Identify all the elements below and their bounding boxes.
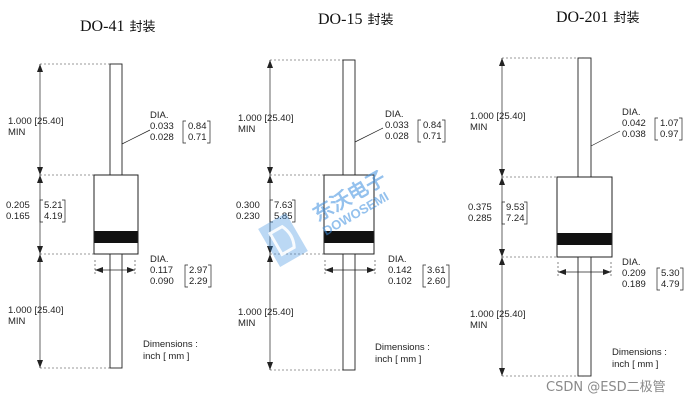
body-dia-inch-max: 0.209 <box>622 268 646 279</box>
dimensions-units: inch [ mm ] <box>375 354 421 365</box>
body-dia-mm-min: 2.29 <box>189 276 208 287</box>
body-dia-mm-max: 5.30 <box>661 268 680 279</box>
lead-wire-top <box>342 59 356 176</box>
lead-length-label: 1.000 [25.40] <box>8 116 63 127</box>
lead-wire-top <box>109 63 123 176</box>
body-length-mm-max: 9.53 <box>506 202 525 213</box>
body-length-mm-min: 7.24 <box>506 213 525 224</box>
lead-dia-mm-min: 0.71 <box>188 132 207 143</box>
body-length-inch-min: 0.285 <box>468 213 492 224</box>
lead-wire-bottom <box>577 256 592 377</box>
lead-length-min: MIN <box>8 127 26 138</box>
source-credit: CSDN @ESD二极管 <box>546 380 666 395</box>
lead-dia-inch-max: 0.033 <box>385 120 409 131</box>
lead-dia-inch-max: 0.033 <box>150 121 174 132</box>
watermark-logo-icon <box>258 212 308 268</box>
body-length-inch-max: 0.375 <box>468 202 492 213</box>
lead-dia-mm-min: 0.71 <box>423 131 442 142</box>
body-length-mm-max: 5.21 <box>44 200 63 211</box>
lead-dia-label: DIA. <box>385 109 403 120</box>
body-dia-inch-min: 0.090 <box>150 276 174 287</box>
dimensions-note: Dimensions : <box>375 342 430 353</box>
lead-dia-inch-min: 0.028 <box>385 131 409 142</box>
lead-length-min: MIN <box>238 124 256 135</box>
dimensions-note: Dimensions : <box>143 339 198 350</box>
lead-wire-bottom <box>342 253 356 371</box>
lead-dia-mm-max: 1.07 <box>660 118 679 129</box>
lead-length-min: MIN <box>470 122 488 133</box>
lead-dia-label: DIA. <box>622 107 640 118</box>
cathode-band <box>557 233 612 245</box>
lead-length-bottom-label: 1.000 [25.40] <box>470 309 525 320</box>
lead-length-label: 1.000 [25.40] <box>470 111 525 122</box>
body-dia-inch-max: 0.142 <box>388 265 412 276</box>
lead-length-bottom-min: MIN <box>8 316 26 327</box>
lead-length-bottom-min: MIN <box>238 318 256 329</box>
body-dia-label: DIA. <box>388 254 406 265</box>
lead-dia-inch-min: 0.038 <box>622 129 646 140</box>
body-dia-inch-min: 0.189 <box>622 279 646 290</box>
cathode-band <box>94 231 138 243</box>
lead-length-bottom-min: MIN <box>470 320 488 331</box>
dimensions-units: inch [ mm ] <box>612 359 658 370</box>
lead-length-label: 1.000 [25.40] <box>238 113 293 124</box>
body-dia-inch-min: 0.102 <box>388 276 412 287</box>
lead-length-bottom-label: 1.000 [25.40] <box>238 307 293 318</box>
body-dia-mm-max: 3.61 <box>427 265 446 276</box>
body-length-inch-min: 0.165 <box>6 211 30 222</box>
dimensions-note: Dimensions : <box>612 347 667 358</box>
lead-wire-bottom <box>109 253 123 369</box>
body-dia-mm-min: 2.60 <box>427 276 446 287</box>
body-dia-label: DIA. <box>622 257 640 268</box>
body-length-mm-min: 5.85 <box>274 211 293 222</box>
lead-dia-label: DIA. <box>150 110 168 121</box>
body-length-inch-max: 0.205 <box>6 200 30 211</box>
body-dia-mm-max: 2.97 <box>189 265 208 276</box>
lead-dia-inch-max: 0.042 <box>622 118 646 129</box>
body-length-inch-max: 0.300 <box>236 200 260 211</box>
body-length-mm-min: 4.19 <box>44 211 63 222</box>
lead-dia-inch-min: 0.028 <box>150 132 174 143</box>
lead-wire-top <box>577 57 592 178</box>
body-dia-inch-max: 0.117 <box>150 265 173 276</box>
lead-dia-mm-max: 0.84 <box>188 121 207 132</box>
body-dia-mm-min: 4.79 <box>661 279 680 290</box>
body-length-inch-min: 0.230 <box>236 211 260 222</box>
cathode-band <box>324 231 374 243</box>
lead-dia-mm-max: 0.84 <box>423 120 442 131</box>
lead-length-bottom-label: 1.000 [25.40] <box>8 305 63 316</box>
body-dia-label: DIA. <box>150 254 168 265</box>
body-length-mm-max: 7.63 <box>274 200 293 211</box>
lead-dia-mm-min: 0.97 <box>660 129 679 140</box>
dimensions-units: inch [ mm ] <box>143 351 189 362</box>
